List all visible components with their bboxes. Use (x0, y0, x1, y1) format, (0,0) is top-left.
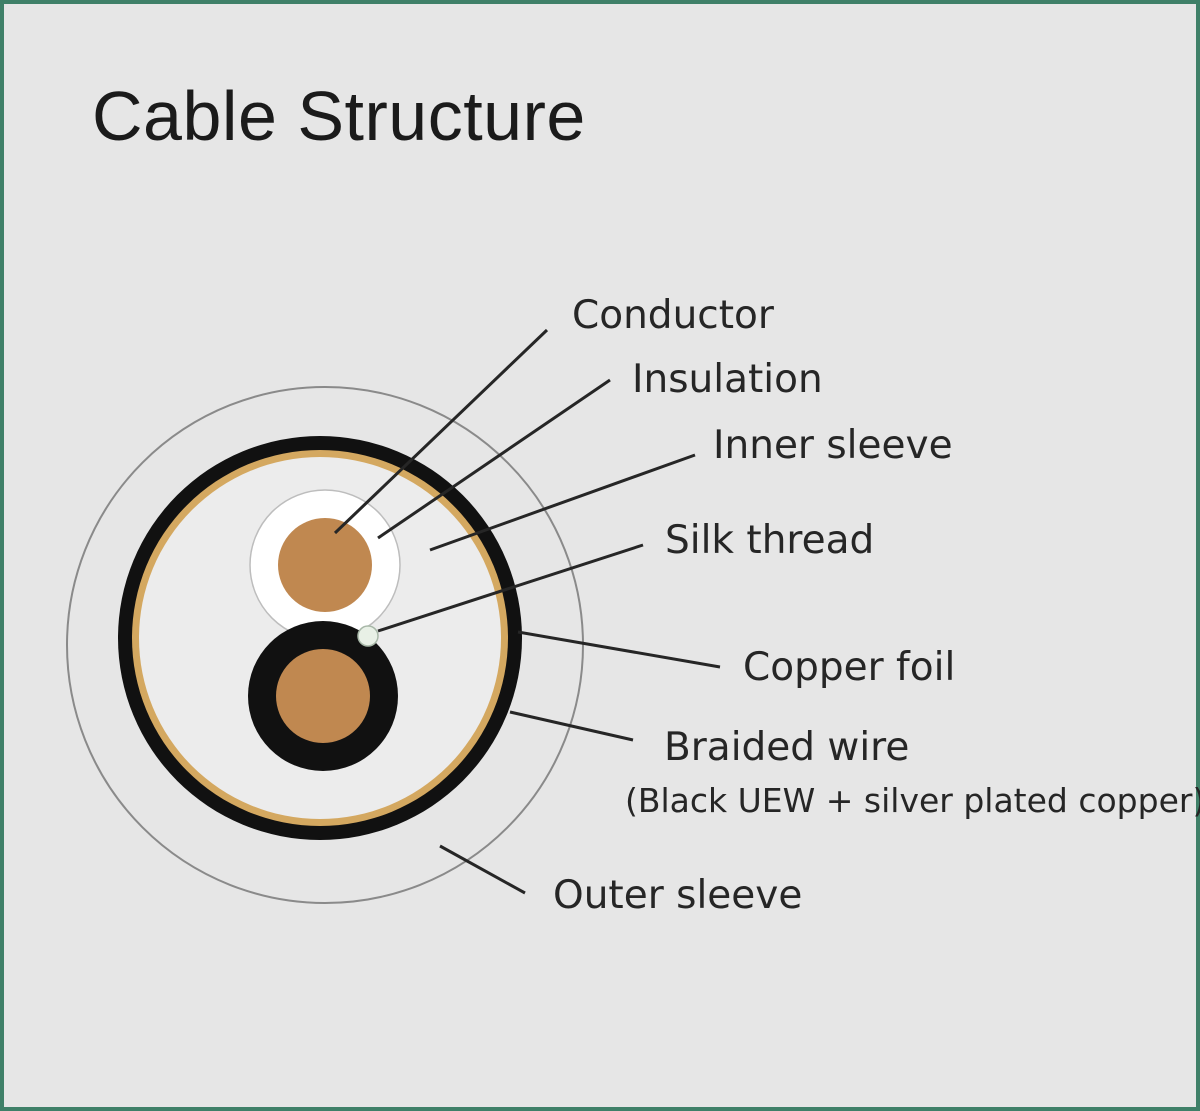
label-silk-thread: Silk thread (665, 518, 874, 563)
outer-sleeve-ring (66, 386, 584, 904)
label-insulation: Insulation (632, 357, 823, 402)
leader-outer-sleeve (439, 844, 526, 895)
conductor-lower (276, 649, 370, 743)
label-outer-sleeve: Outer sleeve (553, 873, 802, 918)
leader-braided-wire (509, 710, 634, 742)
leader-copper-foil (517, 630, 721, 669)
label-braided-wire-detail: (Black UEW + silver plated copper) (625, 781, 1200, 820)
label-braided-wire: Braided wire (664, 725, 909, 770)
leader-insulation (377, 378, 611, 540)
label-inner-sleeve: Inner sleeve (713, 423, 953, 468)
silk-thread (357, 625, 379, 647)
diagram-title: Cable Structure (92, 77, 586, 155)
leader-conductor (333, 328, 549, 535)
conductor-upper (278, 518, 372, 612)
leader-silk-thread (377, 543, 644, 633)
label-conductor: Conductor (572, 293, 775, 338)
leader-inner-sleeve (429, 453, 696, 552)
label-copper-foil: Copper foil (743, 645, 955, 690)
